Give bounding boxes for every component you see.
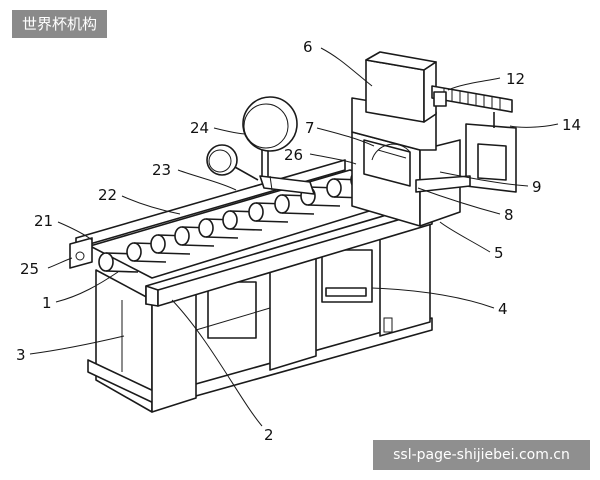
label-9: 9 [532,178,542,196]
label-5: 5 [494,244,504,262]
cutting-housing [351,51,517,227]
label-2: 2 [264,426,274,444]
label-6: 6 [303,38,313,56]
gauges [206,96,315,195]
part-labels: 6 12 14 7 26 9 8 5 4 24 23 22 21 25 1 3 … [16,38,581,444]
label-3: 3 [16,346,26,364]
label-4: 4 [498,300,508,318]
label-8: 8 [504,206,514,224]
label-7: 7 [305,119,315,137]
label-24: 24 [190,119,209,137]
watermark-bottom-right: ssl-page-shijiebei.com.cn [373,440,590,470]
label-12: 12 [506,70,525,88]
label-26: 26 [284,146,303,164]
label-25: 25 [20,260,39,278]
label-1: 1 [42,294,52,312]
label-14: 14 [562,116,581,134]
label-23: 23 [152,161,171,179]
conveyor [69,159,433,307]
label-21: 21 [34,212,53,230]
leader-lines [29,47,559,427]
label-22: 22 [98,186,117,204]
watermark-top-left: 世界杯机构 [12,10,108,38]
